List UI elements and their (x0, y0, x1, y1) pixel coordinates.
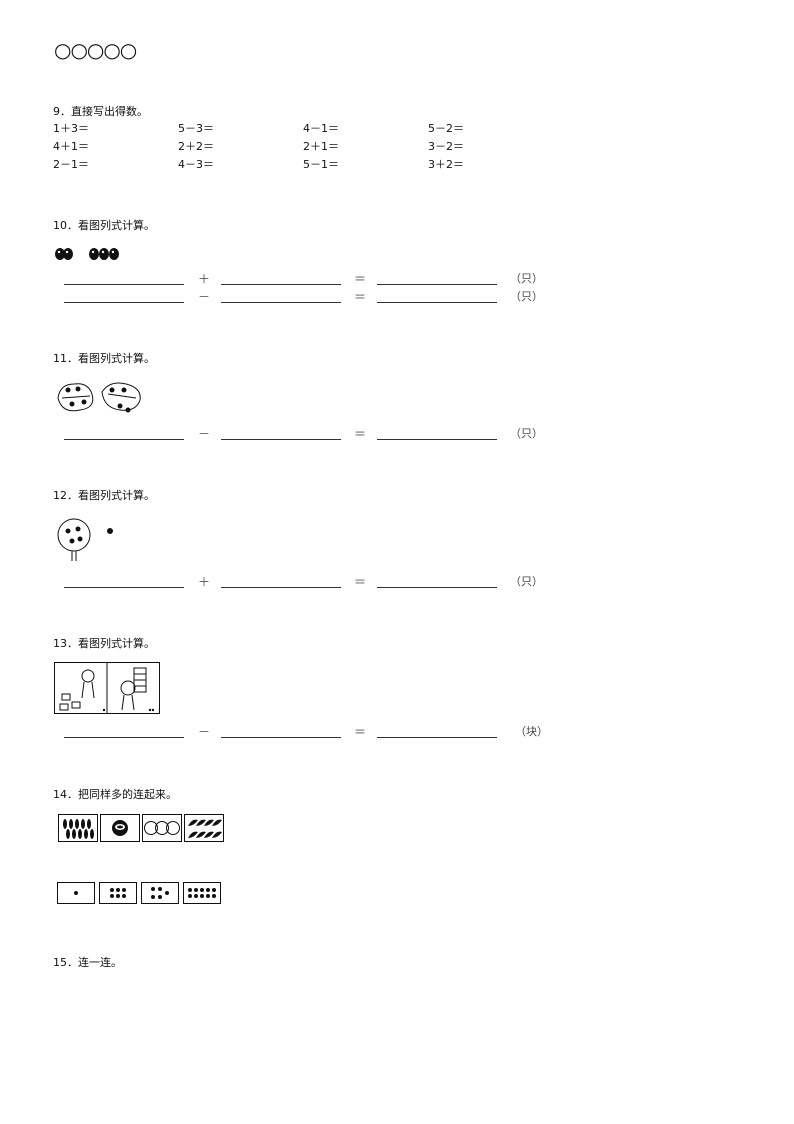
q11-title: 11．看图列式计算。 (53, 352, 155, 365)
minus-sign: － (198, 725, 211, 739)
answer-blank[interactable] (221, 737, 341, 738)
answer-blank[interactable] (221, 302, 341, 303)
dot (188, 888, 192, 892)
answer-blank[interactable] (64, 587, 184, 588)
q11-birds-picture (54, 378, 146, 418)
answer-blank[interactable] (377, 439, 497, 440)
q9-item: 2＋1＝ (303, 140, 339, 153)
dot (212, 888, 216, 892)
minus-sign: － (198, 427, 211, 441)
equals-sign: ＝ (354, 290, 367, 304)
q9-item: 5－1＝ (303, 158, 339, 171)
q9-item: 1＋3＝ (53, 122, 89, 135)
q9-item: 5－3＝ (178, 122, 214, 135)
plus-sign: ＋ (198, 575, 211, 589)
answer-blank[interactable] (221, 284, 341, 285)
q9-item: 4－1＝ (303, 122, 339, 135)
dot (116, 888, 120, 892)
dot-card-1[interactable] (57, 882, 95, 904)
answer-blank[interactable] (221, 439, 341, 440)
unit-label: （只） (510, 575, 543, 588)
q9-item: 5－2＝ (428, 122, 464, 135)
dot (206, 888, 210, 892)
answer-blank[interactable] (64, 737, 184, 738)
plus-sign: ＋ (198, 272, 211, 286)
q14-title: 14．把同样多的连起来。 (53, 788, 177, 801)
dot (116, 894, 120, 898)
dot (110, 888, 114, 892)
answer-blank[interactable] (221, 587, 341, 588)
q9-item: 3＋2＝ (428, 158, 464, 171)
header-circles: ○○○○○ (54, 38, 137, 62)
answer-blank[interactable] (64, 302, 184, 303)
answer-blank[interactable] (64, 439, 184, 440)
dot (110, 894, 114, 898)
dot (212, 894, 216, 898)
dot (194, 894, 198, 898)
q12-title: 12．看图列式计算。 (53, 489, 155, 502)
answer-blank[interactable] (377, 587, 497, 588)
answer-blank[interactable] (377, 302, 497, 303)
answer-blank[interactable] (64, 284, 184, 285)
equals-sign: ＝ (354, 725, 367, 739)
minus-sign: － (198, 290, 211, 304)
answer-blank[interactable] (377, 284, 497, 285)
q12-tree-birds-picture (54, 517, 124, 561)
dot (188, 894, 192, 898)
dot-card-10[interactable] (183, 882, 221, 904)
q9-item: 4－3＝ (178, 158, 214, 171)
dot (206, 894, 210, 898)
unit-label: （块） (515, 725, 548, 738)
q9-item: 3－2＝ (428, 140, 464, 153)
equals-sign: ＝ (354, 575, 367, 589)
circle-picture-card[interactable] (142, 814, 182, 842)
q9-item: 2＋2＝ (178, 140, 214, 153)
answer-blank[interactable] (377, 737, 497, 738)
q13-blocks-picture (54, 662, 160, 714)
unit-label: （只） (510, 427, 543, 440)
leaves-picture-card[interactable] (184, 814, 224, 842)
dot-card-6[interactable] (99, 882, 137, 904)
leaf-picture-card[interactable] (58, 814, 98, 842)
dot (200, 888, 204, 892)
dot (74, 891, 78, 895)
q13-title: 13．看图列式计算。 (53, 637, 155, 650)
bowl-picture-card[interactable] (100, 814, 140, 842)
dot (122, 894, 126, 898)
dot (194, 888, 198, 892)
unit-label: （只） (510, 272, 543, 285)
q9-item: 2－1＝ (53, 158, 89, 171)
q10-animals-picture (54, 246, 124, 262)
dot (200, 894, 204, 898)
unit-label: （只） (510, 290, 543, 303)
dot-card-5[interactable] (141, 882, 179, 904)
q15-title: 15．连一连。 (53, 956, 122, 969)
q9-title: 9．直接写出得数。 (53, 105, 148, 118)
q10-title: 10．看图列式计算。 (53, 219, 155, 232)
q9-item: 4＋1＝ (53, 140, 89, 153)
dot (122, 888, 126, 892)
equals-sign: ＝ (354, 272, 367, 286)
equals-sign: ＝ (354, 427, 367, 441)
